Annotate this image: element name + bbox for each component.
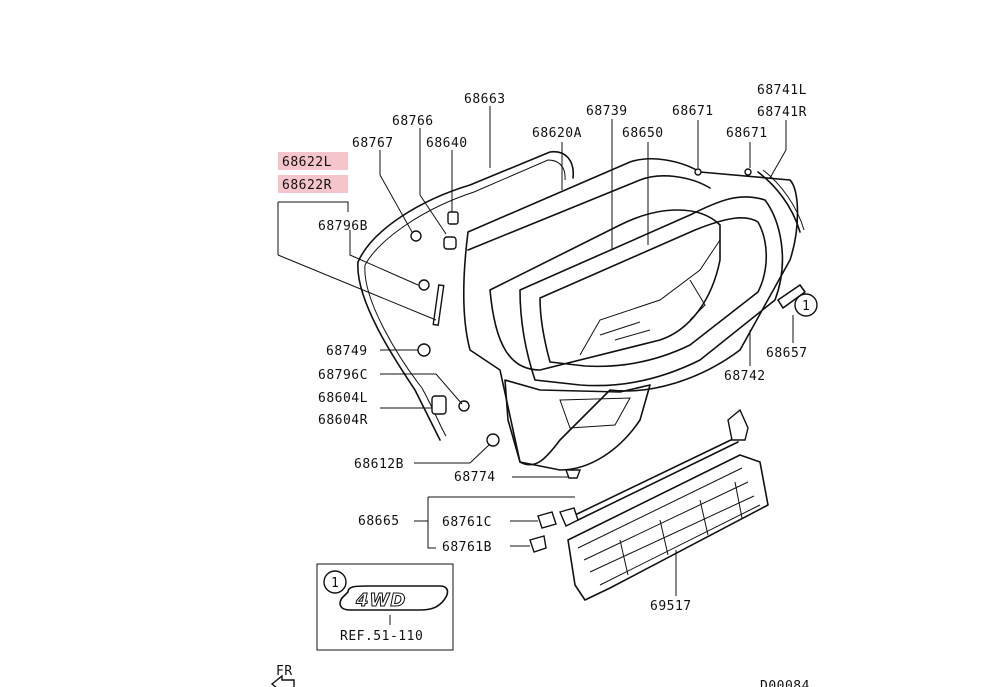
bolt-68796B	[418, 279, 430, 291]
window-inner-detail	[579, 239, 721, 356]
leader-lines	[277, 106, 794, 625]
ref-callout-circle	[323, 570, 347, 594]
grommet-68774	[564, 469, 582, 479]
label-68774: 68774	[454, 470, 496, 485]
label-68767: 68767	[352, 136, 394, 151]
bracket-inner-rib	[577, 467, 761, 586]
spoiler-strip-edge	[762, 169, 805, 231]
label-68663: 68663	[464, 92, 506, 107]
label-68766: 68766	[392, 114, 434, 129]
label-68657: 68657	[766, 346, 808, 361]
label-68604R: 68604R	[318, 413, 368, 428]
tailgate-inner-opening	[489, 209, 721, 371]
label-69517: 69517	[650, 599, 692, 614]
emblem-4wd-outline	[339, 585, 449, 611]
label-68622R: 68622R	[282, 178, 332, 193]
label-68761B: 68761B	[442, 540, 492, 555]
side-garnish-68657	[777, 284, 806, 309]
highlight-68622R	[278, 175, 348, 193]
ref-text: REF.51-110	[340, 629, 423, 644]
bumper-68612B	[486, 433, 500, 447]
bumper-68749	[417, 343, 431, 357]
label-68671-mid: 68671	[726, 126, 768, 141]
tailgate-license-recess	[559, 397, 631, 429]
cable-clip	[559, 507, 579, 527]
ref-callout-number: 1	[331, 576, 339, 591]
clip-68761C	[537, 511, 557, 529]
bumper-68640	[447, 211, 459, 225]
fr-arrow-icon	[270, 674, 295, 687]
label-68622L: 68622L	[282, 155, 332, 170]
bumper-68766	[443, 236, 457, 250]
emblem-4wd-text: 4WD	[355, 590, 406, 611]
emblem-reference-box	[316, 563, 454, 651]
label-68650: 68650	[622, 126, 664, 141]
cable-end-bracket	[727, 408, 749, 441]
label-68612B: 68612B	[354, 457, 404, 472]
drawing-code: D00084	[760, 679, 810, 687]
fr-label: FR	[276, 664, 293, 679]
label-68749: 68749	[326, 344, 368, 359]
tailgate-outer-panel	[462, 158, 799, 466]
label-68741L: 68741L	[757, 83, 807, 98]
callout-circle	[794, 293, 818, 317]
label-68739: 68739	[586, 104, 628, 119]
cable-68665	[574, 437, 739, 521]
highlight-68622L	[278, 152, 348, 170]
label-68671-top: 68671	[672, 104, 714, 119]
bolt-68767	[410, 230, 422, 242]
label-68640: 68640	[426, 136, 468, 151]
tailgate-lower-section	[504, 379, 651, 471]
stay-damper-68622	[432, 284, 445, 327]
spoiler-strip-68741	[757, 171, 801, 233]
label-68665: 68665	[358, 514, 400, 529]
label-68761C: 68761C	[442, 515, 492, 530]
label-68742: 68742	[724, 369, 766, 384]
label-68620A: 68620A	[532, 126, 582, 141]
clip-68671b	[744, 168, 752, 176]
trim-panel-68742	[519, 196, 784, 387]
weatherstrip-68663	[357, 151, 575, 441]
inner-bracket-69517	[567, 454, 769, 601]
clip-68671a	[694, 168, 702, 176]
glass-68650	[539, 217, 768, 368]
label-68796B: 68796B	[318, 219, 368, 234]
weatherstrip-inner-edge	[364, 159, 566, 437]
label-68741R: 68741R	[757, 105, 807, 120]
latch-68604	[431, 395, 447, 415]
clip-68761B	[529, 535, 547, 553]
tailgate-upper-rim	[467, 175, 711, 251]
callout-number: 1	[802, 299, 810, 314]
label-68796C: 68796C	[318, 368, 368, 383]
label-68604L: 68604L	[318, 391, 368, 406]
